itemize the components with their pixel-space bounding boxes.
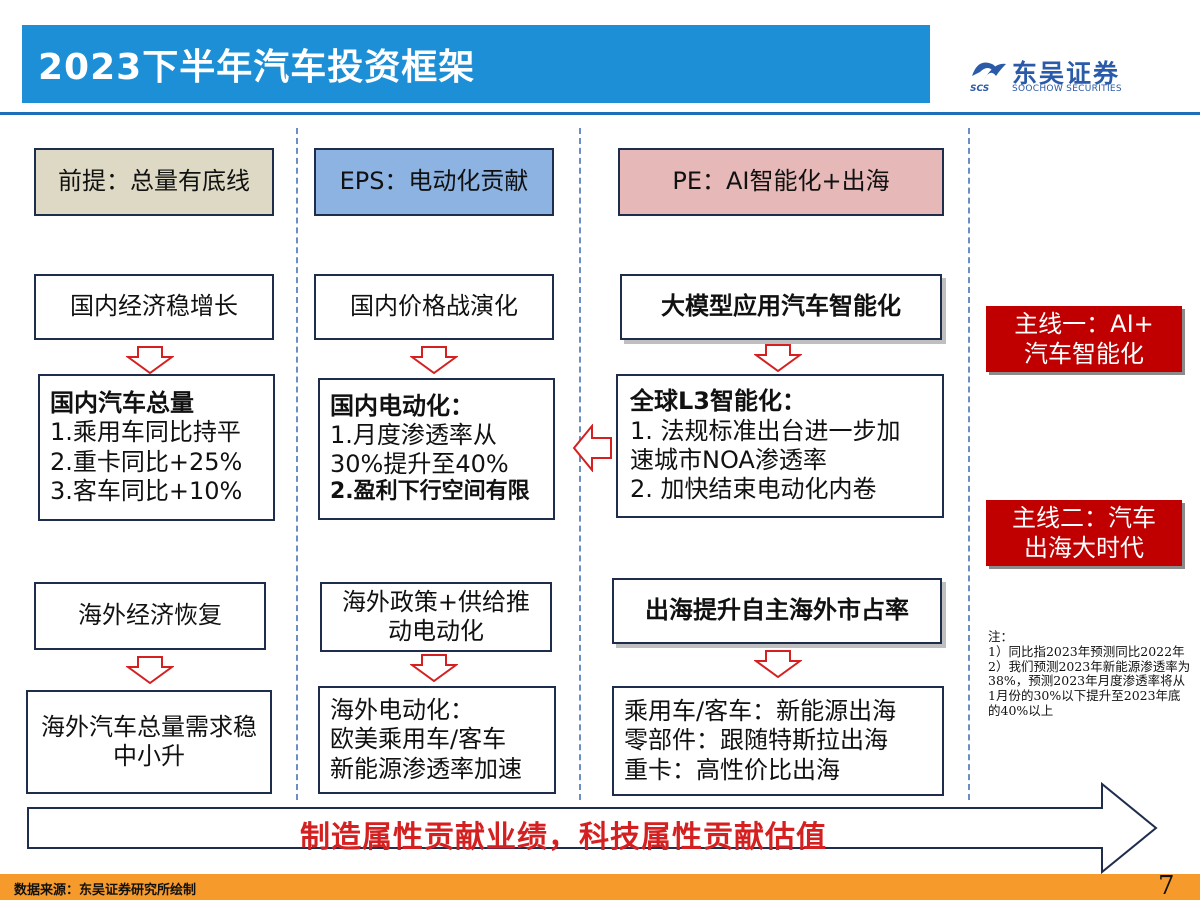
col1-mid-line-2: 2.重卡同比+25% — [50, 447, 243, 476]
col3-lower-box: 出海提升自主海外市占率 — [612, 578, 942, 644]
down-arrow-icon — [126, 346, 174, 374]
left-arrow-icon — [572, 424, 612, 472]
logo-subtitle: SOOCHOW SECURITIES — [1012, 84, 1122, 94]
bottom-arrow-shape — [27, 781, 1158, 875]
column-divider-1 — [296, 128, 298, 800]
down-arrow-icon — [754, 344, 802, 372]
col1-mid-line-3: 3.客车同比+10% — [50, 476, 243, 505]
col2-mid-line-1: 1.月度渗透率从 — [330, 420, 497, 449]
mainline-two-line1: 主线二：汽车 — [1012, 504, 1156, 532]
col3-mid-box: 全球L3智能化： 1. 法规标准出台进一步加 速城市NOA渗透率 2. 加快结束… — [616, 374, 944, 518]
col2-top-box: 国内价格战演化 — [314, 274, 554, 340]
col1-top-box: 国内经济稳增长 — [34, 274, 274, 340]
mainline-two: 主线二：汽车 出海大时代 — [986, 500, 1182, 566]
col3-header: PE：AI智能化+出海 — [618, 148, 944, 216]
notes: 注： 1）同比指2023年预测同比2022年 2）我们预测2023年新能源渗透率… — [988, 629, 1193, 719]
col2-mid-bold-line: 2.盈利下行空间有限 — [330, 479, 530, 505]
col3-mid-line-1: 1. 法规标准出台进一步加 — [630, 416, 901, 445]
footer-bar — [0, 874, 1200, 900]
col3-bottom-line-2: 零部件：跟随特斯拉出海 — [624, 726, 888, 755]
col3-mid-title: 全球L3智能化： — [630, 387, 806, 416]
soochow-logo-icon — [972, 62, 1006, 80]
col3-mid-line-2: 速城市NOA渗透率 — [630, 446, 827, 474]
col2-mid-line-2: 30%提升至40% — [330, 450, 509, 479]
col1-mid-box: 国内汽车总量 1.乘用车同比持平 2.重卡同比+25% 3.客车同比+10% — [38, 374, 275, 521]
down-arrow-icon — [410, 346, 458, 374]
col2-mid-title: 国内电动化： — [330, 391, 474, 420]
source-note: 数据来源：东吴证券研究所绘制 — [14, 883, 197, 898]
mainline-two-line2: 出海大时代 — [1024, 534, 1144, 562]
col2-bottom-line-3: 新能源渗透率加速 — [330, 754, 522, 783]
col1-lower-box: 海外经济恢复 — [34, 582, 266, 650]
logo-abbr: SCS — [970, 84, 990, 94]
col2-bottom-box: 海外电动化： 欧美乘用车/客车 新能源渗透率加速 — [318, 686, 556, 794]
col1-mid-line-1: 1.乘用车同比持平 — [50, 418, 241, 447]
notes-item-2: 2）我们预测2023年新能源渗透率为38%，预测2023年月度渗透率将从1月份的… — [988, 658, 1191, 718]
col3-bottom-box: 乘用车/客车：新能源出海 零部件：跟随特斯拉出海 重卡：高性价比出海 — [612, 686, 944, 796]
column-divider-2 — [579, 128, 581, 800]
mainline-one-line2: 汽车智能化 — [1024, 340, 1144, 368]
page-number: 7 — [1158, 871, 1175, 900]
mainline-one: 主线一：AI+ 汽车智能化 — [986, 306, 1182, 372]
logo-name: 东吴证券 — [1012, 59, 1121, 88]
down-arrow-icon — [754, 650, 802, 678]
col1-bottom-box: 海外汽车总量需求稳中小升 — [26, 690, 272, 794]
col2-bottom-line-2: 欧美乘用车/客车 — [330, 725, 507, 754]
col2-lower-box: 海外政策+供给推动电动化 — [320, 582, 552, 652]
down-arrow-icon — [126, 656, 174, 684]
col3-bottom-line-3: 重卡：高性价比出海 — [624, 755, 840, 784]
col3-top-box: 大模型应用汽车智能化 — [620, 274, 942, 340]
top-divider — [0, 112, 1200, 115]
mainline-one-line1: 主线一：AI+ — [1014, 310, 1154, 338]
col1-header: 前提：总量有底线 — [34, 148, 274, 216]
col3-bottom-line-1: 乘用车/客车：新能源出海 — [624, 697, 897, 726]
page-title: 2023下半年汽车投资框架 — [38, 47, 476, 88]
col2-header: EPS：电动化贡献 — [314, 148, 554, 216]
bottom-arrow-text: 制造属性贡献业绩，科技属性贡献估值 — [300, 820, 827, 855]
col2-mid-box: 国内电动化： 1.月度渗透率从 30%提升至40% 2.盈利下行空间有限 — [318, 378, 555, 520]
column-divider-3 — [968, 128, 970, 800]
notes-item-1: 1）同比指2023年预测同比2022年 — [988, 643, 1185, 659]
col3-mid-line-3: 2. 加快结束电动化内卷 — [630, 475, 877, 504]
down-arrow-icon — [410, 654, 458, 682]
header-bar — [22, 25, 930, 103]
col1-mid-title: 国内汽车总量 — [50, 388, 194, 417]
notes-label: 注： — [988, 629, 1014, 644]
col2-bottom-line-1: 海外电动化： — [330, 696, 474, 725]
